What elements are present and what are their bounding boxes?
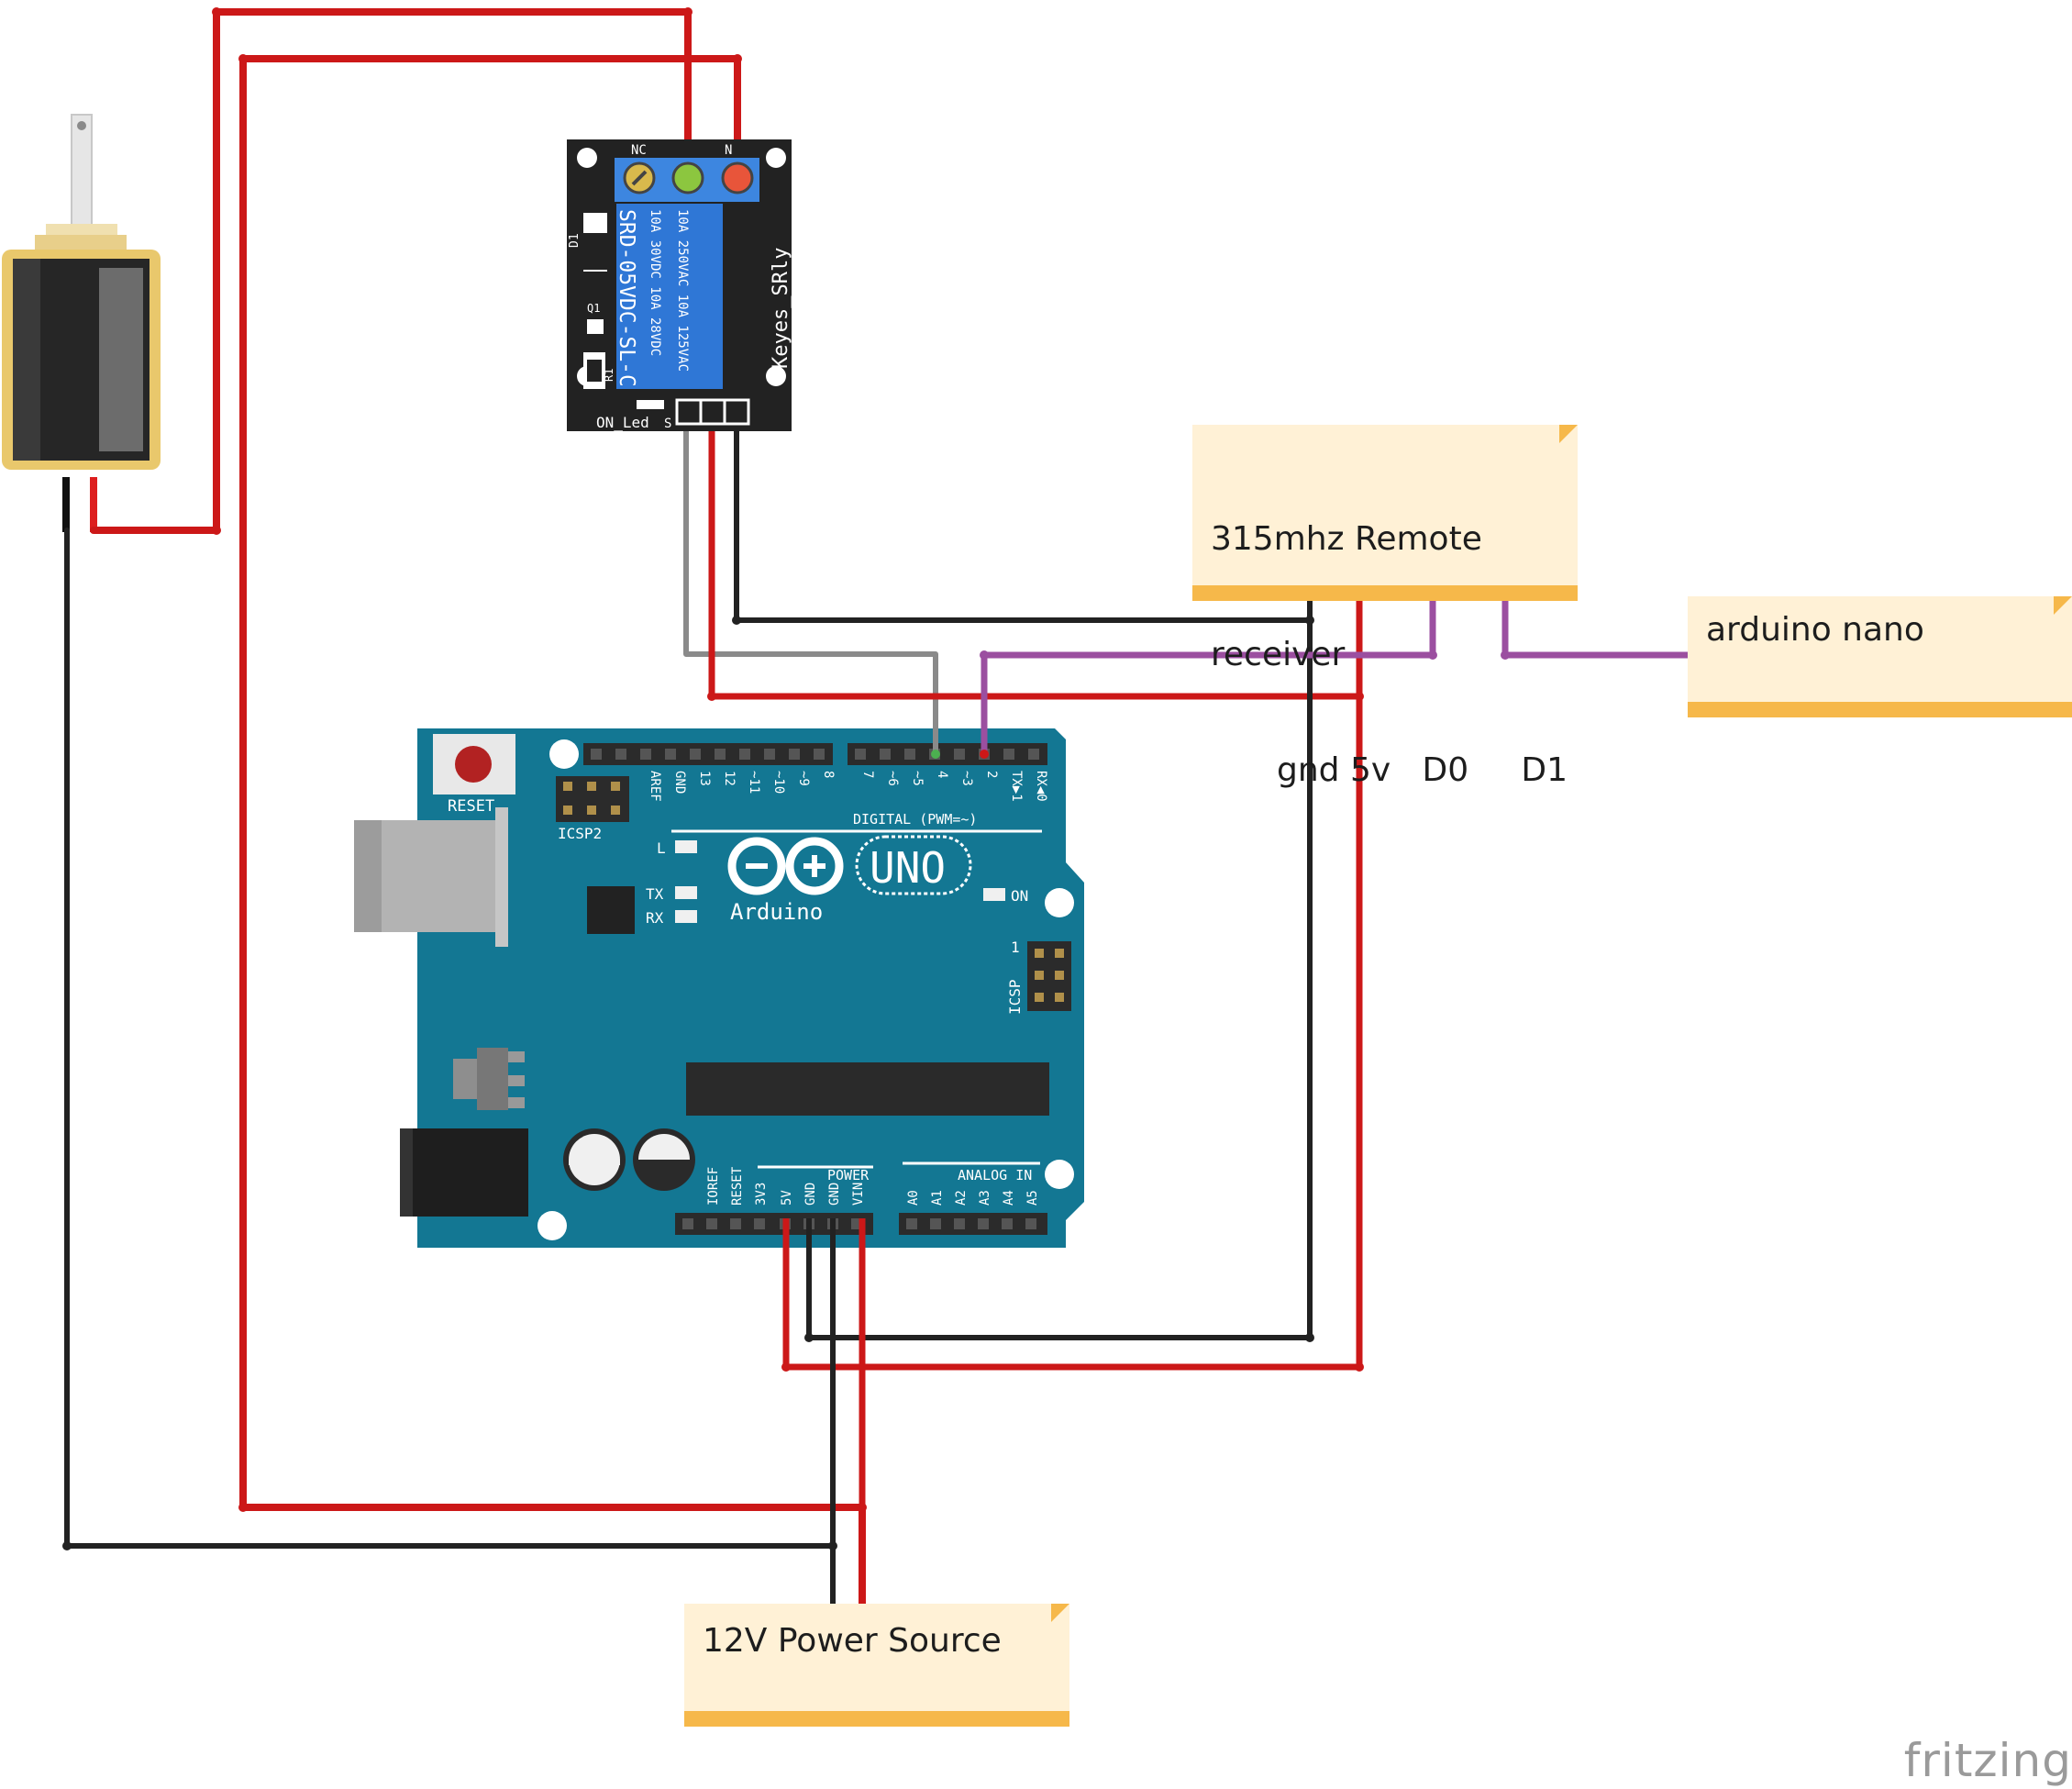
fritzing-watermark: fritzing xyxy=(1903,1734,2072,1787)
pin-label-3v3: 3V3 xyxy=(754,1183,769,1206)
note-receiver-text: 315mhz Remote receiver gnd 5v D0 D1 xyxy=(1211,443,1568,867)
note-power-label: 12V Power Source xyxy=(703,1622,1002,1660)
pin-label-12: 12 xyxy=(722,771,737,786)
pin-label-5v: 5V xyxy=(780,1190,794,1206)
pin-label-3: ~3 xyxy=(959,771,974,786)
label-power: POWER xyxy=(827,1167,870,1183)
relay-model-text: SRD-05VDC-SL-C xyxy=(615,209,638,387)
screw-terminal-no[interactable] xyxy=(721,161,754,194)
capacitors xyxy=(563,1128,695,1191)
label-analog-in: ANALOG IN xyxy=(958,1167,1032,1183)
pin-label-a1: A1 xyxy=(930,1190,945,1206)
relay-rating-2: 10A 30VDC 10A 28VDC xyxy=(648,209,662,356)
label-nc: NC xyxy=(631,143,647,158)
label-icsp-1: 1 xyxy=(1011,939,1020,956)
label-led-on: ON xyxy=(1011,887,1028,905)
receiver-pins-line: gnd 5v D0 D1 xyxy=(1277,751,1568,789)
pin-label-a0: A0 xyxy=(906,1190,921,1206)
note-remote-receiver[interactable]: 315mhz Remote receiver gnd 5v D0 D1 xyxy=(1192,425,1578,789)
label-reset: RESET xyxy=(448,797,494,816)
pin-label-4: 4 xyxy=(935,771,949,778)
power-jack[interactable] xyxy=(400,1128,528,1217)
arduino-logo: UNO Arduino xyxy=(727,835,972,925)
pin-label-gnd-2: GND xyxy=(827,1183,842,1206)
relay-brand-text: Keyes_SRly xyxy=(770,248,792,369)
receiver-title-line2: receiver xyxy=(1211,636,1346,673)
note-fold-icon xyxy=(1559,425,1578,443)
pin-label-7: 7 xyxy=(860,771,875,778)
pin-label-vin: VIN xyxy=(851,1183,866,1206)
pin-label-a3: A3 xyxy=(978,1190,992,1206)
label-q1: Q1 xyxy=(587,302,600,315)
arduino-uno-board[interactable]: RESET ICSP2 AREF GND 13 xyxy=(354,728,1084,1248)
label-arduino: Arduino xyxy=(730,899,823,925)
arduino-wire-ends xyxy=(782,725,989,1248)
pin-label-6: ~6 xyxy=(885,771,900,786)
pin-label-a2: A2 xyxy=(954,1190,969,1206)
pin-label-11: ~11 xyxy=(747,771,761,794)
pin-label-rx0: RX◀0 xyxy=(1034,771,1048,802)
label-icsp2: ICSP2 xyxy=(558,825,602,842)
wire-receiver-gnd[interactable] xyxy=(806,598,1313,1340)
relay-rating-1: 10A 250VAC 10A 125VAC xyxy=(675,209,690,372)
note-arduino-nano[interactable]: arduino nano xyxy=(1688,596,2072,717)
pin-label-13: 13 xyxy=(697,771,712,786)
pin-label-reset-bottom: RESET xyxy=(730,1166,745,1206)
pin-label-gnd-1: GND xyxy=(803,1183,818,1206)
label-on-led: ON_Led xyxy=(596,414,649,431)
pin-label-10: ~10 xyxy=(771,771,786,794)
label-r1: R1 xyxy=(603,369,615,382)
label-icsp: ICSP xyxy=(1006,979,1024,1015)
pin-label-2: 2 xyxy=(984,771,999,778)
label-led-rx: RX xyxy=(646,909,664,927)
pin-label-tx1: TX▶1 xyxy=(1009,771,1024,802)
pin-label-a4: A4 xyxy=(1002,1190,1016,1206)
note-12v-power-source[interactable]: 12V Power Source xyxy=(684,1604,1069,1727)
pin-label-8: 8 xyxy=(821,771,836,778)
relay-module[interactable]: NC N D1 Q1 R1 SRD-05VDC-SL-C 10A 250VAC … xyxy=(567,139,792,431)
pin-label-gnd-top: GND xyxy=(672,771,687,794)
pin-label-a5: A5 xyxy=(1025,1190,1040,1206)
label-led-l: L xyxy=(657,839,666,857)
note-fold-icon xyxy=(1051,1604,1069,1622)
label-digital: DIGITAL (PWM=~) xyxy=(853,811,977,828)
label-uno: UNO xyxy=(870,843,946,893)
wire-receiver-d0[interactable] xyxy=(981,597,1436,756)
wires xyxy=(62,7,1691,1607)
wire-relay-signal[interactable] xyxy=(683,428,938,755)
note-nano-label: arduino nano xyxy=(1706,611,1924,649)
pin-label-ioref: IOREF xyxy=(706,1167,721,1206)
pin-label-5: ~5 xyxy=(910,771,925,786)
pin-label-aref: AREF xyxy=(648,771,662,802)
pin-label-9: ~9 xyxy=(796,771,811,786)
solenoid[interactable] xyxy=(2,114,161,532)
label-s: S xyxy=(664,417,671,431)
label-led-tx: TX xyxy=(646,885,664,903)
screw-terminal-com[interactable] xyxy=(671,161,704,194)
reset-button[interactable] xyxy=(455,746,492,783)
label-no: N xyxy=(725,143,732,158)
label-d1: D1 xyxy=(568,233,582,248)
receiver-title-line1: 315mhz Remote xyxy=(1211,520,1482,558)
note-fold-icon xyxy=(2054,596,2072,615)
wire-receiver-5v[interactable] xyxy=(782,597,1363,1371)
